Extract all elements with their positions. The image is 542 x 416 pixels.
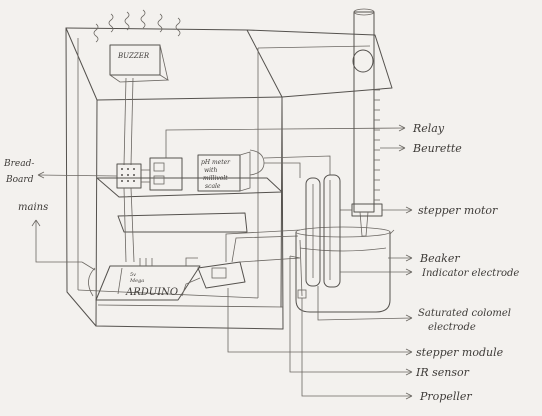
ph-meter-line3: millivolt xyxy=(203,175,228,182)
indicator-electrode: Indicator electrode xyxy=(324,175,519,287)
mains: mains xyxy=(18,202,82,262)
ph-meter: pH meter with millivolt scale xyxy=(198,150,330,191)
calomel-label-line2: electrode xyxy=(428,322,476,333)
stepper-motor: stepper motor xyxy=(340,204,498,217)
burette-label: Beurette xyxy=(412,142,462,155)
burette: Beurette xyxy=(353,9,462,236)
buzzer: BUZZER xyxy=(94,10,180,165)
mains-label: mains xyxy=(18,202,48,213)
buzzer-label: BUZZER xyxy=(117,52,150,60)
arduino-label: ARDUINO xyxy=(125,287,178,298)
stepper-module: stepper module xyxy=(182,230,504,359)
beaker-label: Beaker xyxy=(419,252,460,265)
ir-sensor-label: IR sensor xyxy=(415,366,470,379)
indicator-electrode-label: Indicator electrode xyxy=(421,268,519,279)
relay-module: Relay xyxy=(141,122,445,190)
arduino: 5v Mega ARDUINO xyxy=(82,258,200,300)
ph-meter-line1: pH meter xyxy=(201,159,231,166)
enclosure-box xyxy=(66,28,392,329)
stepper-motor-label: stepper motor xyxy=(418,204,498,217)
arduino-small-line2: Mega xyxy=(129,278,144,284)
stepper-module-label: stepper module xyxy=(416,346,504,359)
ph-meter-line2: with xyxy=(204,167,217,174)
breadboard-label-line2: Board xyxy=(5,175,34,185)
saturated-calomel-electrode: Saturated colomel electrode xyxy=(306,178,511,333)
calomel-label-line1: Saturated colomel xyxy=(418,308,511,319)
ph-meter-line4: scale xyxy=(205,183,221,190)
propeller-label: Propeller xyxy=(419,390,472,403)
breadboard-label-line1: Bread- xyxy=(3,159,34,169)
relay-label: Relay xyxy=(412,122,445,135)
